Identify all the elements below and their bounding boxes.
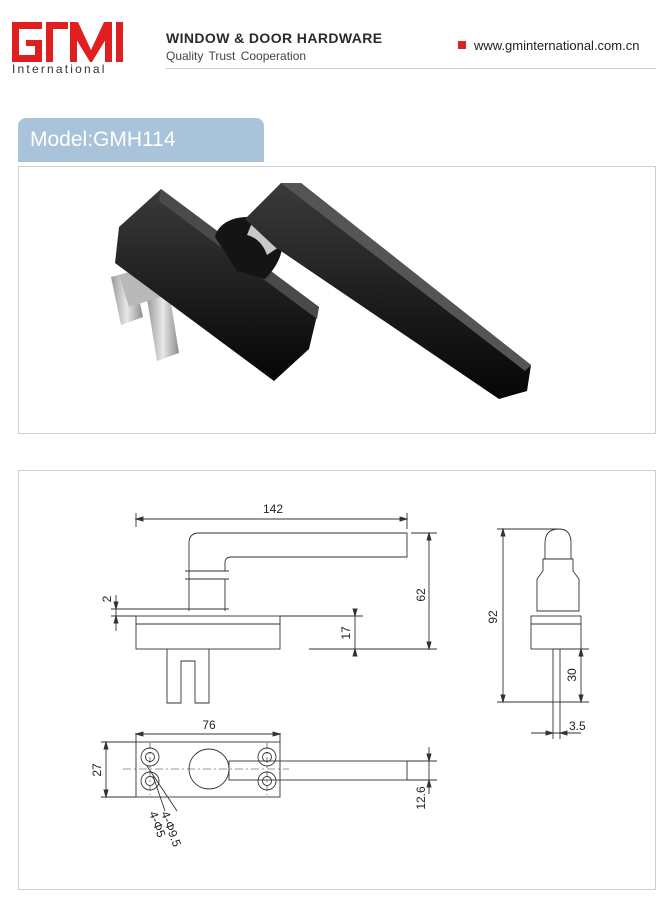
gmi-logo xyxy=(12,22,123,62)
website-text: www.gminternational.com.cn xyxy=(474,38,640,53)
front-base xyxy=(135,615,281,650)
bottom-view: 76 27 12.6 4-Φ9.5 4-Φ5 xyxy=(90,718,437,849)
dim-27: 27 xyxy=(90,763,104,777)
technical-drawing: 142 62 17 2 xyxy=(90,502,589,849)
website[interactable]: www.gminternational.com.cn xyxy=(458,38,639,53)
red-square-icon xyxy=(458,41,466,49)
front-view: 142 62 17 2 xyxy=(100,502,437,704)
dim-62: 62 xyxy=(414,588,428,602)
front-lever xyxy=(188,532,408,571)
lever-arm xyxy=(245,183,531,399)
dim-30: 30 xyxy=(565,668,579,682)
side-base xyxy=(530,615,582,650)
bottom-base xyxy=(135,741,281,798)
bottom-lever xyxy=(228,760,408,781)
product-photo-panel xyxy=(18,166,656,434)
dim-12-6: 12.6 xyxy=(414,786,428,810)
header-divider xyxy=(166,68,656,69)
handle-photo xyxy=(111,183,531,399)
brand-title: WINDOW & DOOR HARDWARE xyxy=(166,30,383,46)
side-view: 92 30 3.5 xyxy=(486,527,589,739)
side-spindle xyxy=(552,648,561,703)
model-label: Model:GMH114 xyxy=(30,128,176,151)
dim-92: 92 xyxy=(486,610,500,624)
dim-142: 142 xyxy=(263,502,283,516)
logo-subtitle: International xyxy=(12,62,107,76)
dim-17: 17 xyxy=(339,626,353,640)
dim-2: 2 xyxy=(100,595,114,602)
side-knob xyxy=(544,528,572,559)
front-fork xyxy=(166,649,210,704)
page-header: International WINDOW & DOOR HARDWARE Qua… xyxy=(0,0,668,80)
dim-76: 76 xyxy=(202,718,216,732)
brand-tagline: Quality Trust Cooperation xyxy=(166,49,307,63)
base-plate xyxy=(115,189,319,381)
technical-drawing-panel: 142 62 17 2 xyxy=(18,470,656,890)
fork-right-prong xyxy=(147,291,179,361)
model-tab xyxy=(18,118,264,162)
dim-3-5: 3.5 xyxy=(569,719,586,733)
